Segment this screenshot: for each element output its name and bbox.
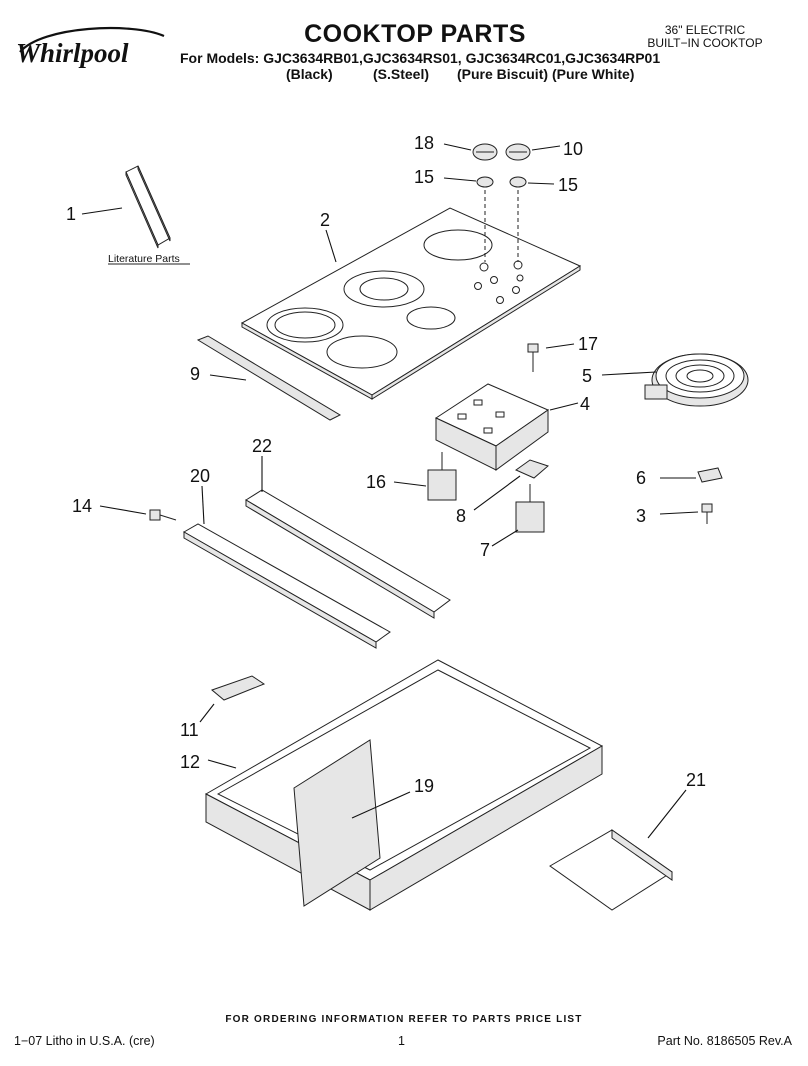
part-cooktop-glass [240,207,582,400]
leader-19 [351,791,411,819]
part-shield-19 [293,739,381,907]
leader-3 [659,511,699,515]
leader-16 [393,481,427,487]
part-radiant-element [644,353,749,407]
part-terminal-block [211,675,266,701]
whirlpool-logo: Whirlpool [16,26,165,68]
product-type-line1: 36" ELECTRIC [664,23,746,37]
callout-3: 3 [636,506,646,526]
callout-20: 20 [190,466,210,486]
litho-note: 1−07 Litho in U.S.A. (cre) [14,1034,155,1048]
callout-6: 6 [636,468,646,488]
part-clip-6 [697,467,723,483]
callout-15a: 15 [414,167,434,187]
callout-8: 8 [456,506,466,526]
part-screw-14 [149,509,177,521]
callout-12: 12 [180,752,200,772]
callout-1: 1 [66,204,76,224]
finish-biscuit: (Pure Biscuit) [457,66,549,82]
callout-17: 17 [578,334,598,354]
callout-18: 18 [414,133,434,153]
callout-7: 7 [480,540,490,560]
callout-2: 2 [320,210,330,230]
product-type: 36" ELECTRIC BUILT−IN COOKTOP [630,24,780,50]
part-switch-7 [515,484,545,533]
page-title: COOKTOP PARTS [304,20,526,48]
leader-12 [207,759,237,769]
part-literature [125,165,171,249]
callout-15b: 15 [558,175,578,195]
part-number: Part No. 8186505 Rev.A [657,1034,792,1048]
callout-11: 11 [180,720,199,740]
leader-17 [545,343,575,349]
models-line: For Models: GJC3634RB01,GJC3634RS01, GJC… [180,50,661,66]
leader-8 [473,475,521,511]
leader-20 [201,485,205,525]
leader-9 [209,374,247,381]
finish-black: (Black) [286,66,333,82]
leader-21 [647,789,687,839]
leader-4 [549,402,579,411]
literature-parts-label: Literature Parts [108,253,180,265]
part-screw-3 [701,503,713,524]
part-screw-17 [527,343,539,372]
leader-2 [325,229,337,263]
brand-wordmark: Whirlpool [16,38,129,68]
part-knobs [472,143,531,262]
product-type-line2: BUILT−IN COOKTOP [647,36,763,50]
finish-white: (Pure White) [552,66,635,82]
leader-5 [601,371,657,376]
leader-7 [491,529,519,547]
part-switch-16 [427,452,457,501]
leader-14 [99,505,147,515]
callout-21: 21 [686,770,706,790]
leader-15a [443,177,477,182]
leader-1 [81,207,123,215]
leader-10 [531,145,561,151]
callout-19: 19 [414,776,434,796]
finish-steel: (S.Steel) [373,66,430,82]
callout-5: 5 [582,366,592,386]
callout-16: 16 [366,472,386,492]
part-trim-strip [196,335,342,421]
callout-14: 14 [72,496,92,516]
callout-9: 9 [190,364,200,384]
leader-11 [199,703,215,723]
ordering-info: FOR ORDERING INFORMATION REFER TO PARTS … [225,1014,583,1025]
part-control-bracket [434,383,550,471]
part-bracket-21 [549,829,673,911]
callout-4: 4 [580,394,590,414]
callout-22: 22 [252,436,272,456]
finishes-line: (Black) (S.Steel) (Pure Biscuit) (Pure W… [180,66,650,82]
leader-15b [527,182,555,185]
part-rail-22 [245,489,451,619]
callout-10: 10 [563,139,583,159]
leader-18 [443,143,472,151]
page-number: 1 [398,1034,405,1048]
part-burner-box [204,659,604,911]
part-rail-20 [182,523,391,649]
header-title-block: COOKTOP PARTS For Models: GJC3634RB01,GJ… [180,20,661,82]
part-plate-8 [514,459,549,479]
